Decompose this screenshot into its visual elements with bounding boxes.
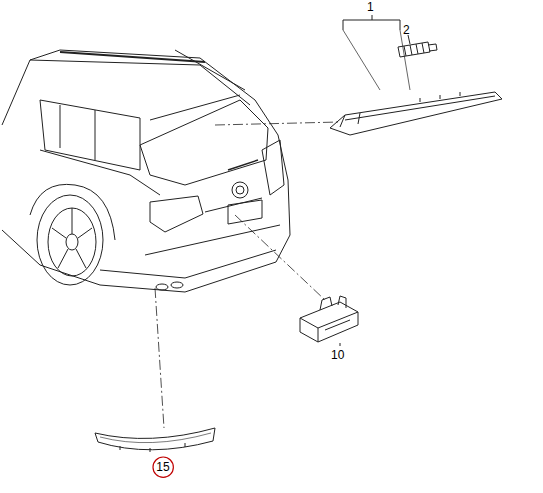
callout-number: 2 <box>403 24 410 36</box>
callout-number: 1 <box>367 1 374 13</box>
car-drawing <box>2 50 290 292</box>
callout-number: 15 <box>156 461 169 473</box>
brake-light <box>330 92 502 135</box>
lamp-part <box>300 296 358 346</box>
reflector <box>95 428 215 452</box>
bracket <box>343 15 400 30</box>
callout-number: 10 <box>331 349 344 361</box>
callout-circle: 15 <box>152 456 174 478</box>
